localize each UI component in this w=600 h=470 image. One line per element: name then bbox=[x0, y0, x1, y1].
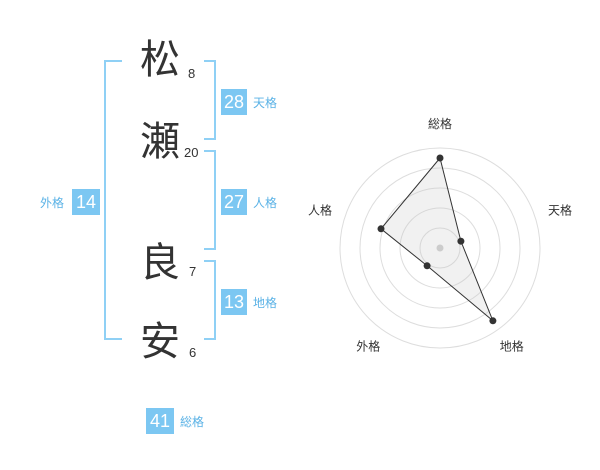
chikaku-bracket bbox=[204, 260, 216, 340]
radar-axis-label: 地格 bbox=[500, 339, 524, 354]
radar-ring bbox=[419, 227, 461, 269]
radar-data-point bbox=[489, 317, 497, 325]
gaikaku-label: 外格 bbox=[40, 196, 65, 210]
radar-axis-label: 天格 bbox=[548, 202, 572, 217]
tenkaku-bracket bbox=[204, 60, 216, 140]
gaikaku-badge: 14 bbox=[72, 189, 100, 215]
jinkaku-badge: 27 bbox=[221, 189, 247, 215]
stroke-count-4: 6 bbox=[189, 345, 197, 360]
radar-ring bbox=[339, 147, 541, 349]
name-char-1: 松 bbox=[140, 37, 180, 83]
name-char-3: 良 bbox=[140, 240, 180, 286]
chikaku-badge: 13 bbox=[221, 289, 247, 315]
stroke-count-3: 7 bbox=[189, 264, 197, 279]
radar-data-point bbox=[377, 225, 385, 233]
radar-data-polygon bbox=[380, 156, 494, 322]
radar-ring bbox=[359, 167, 521, 329]
gaikaku-bracket bbox=[104, 60, 122, 340]
chikaku-label: 地格 bbox=[253, 296, 278, 310]
radar-axis-label: 外格 bbox=[356, 339, 380, 354]
stroke-count-1: 8 bbox=[188, 66, 196, 81]
radar-data-point bbox=[423, 262, 431, 270]
soukaku-label: 総格 bbox=[180, 415, 205, 429]
stroke-count-2: 20 bbox=[184, 145, 199, 160]
radar-axis-label: 総格 bbox=[428, 116, 452, 131]
radar-center-dot bbox=[436, 244, 444, 252]
name-char-4: 安 bbox=[140, 319, 180, 365]
radar-ring bbox=[399, 207, 481, 289]
tenkaku-label: 天格 bbox=[253, 96, 278, 110]
radar-data-point bbox=[457, 237, 465, 245]
name-char-2: 瀬 bbox=[140, 119, 180, 165]
jinkaku-bracket bbox=[204, 150, 216, 250]
radar-ring bbox=[379, 187, 501, 309]
radar-axis-label: 人格 bbox=[308, 202, 332, 217]
radar-data-point bbox=[436, 154, 444, 162]
tenkaku-badge: 28 bbox=[221, 89, 247, 115]
jinkaku-label: 人格 bbox=[253, 196, 278, 210]
soukaku-badge: 41 bbox=[146, 408, 174, 434]
